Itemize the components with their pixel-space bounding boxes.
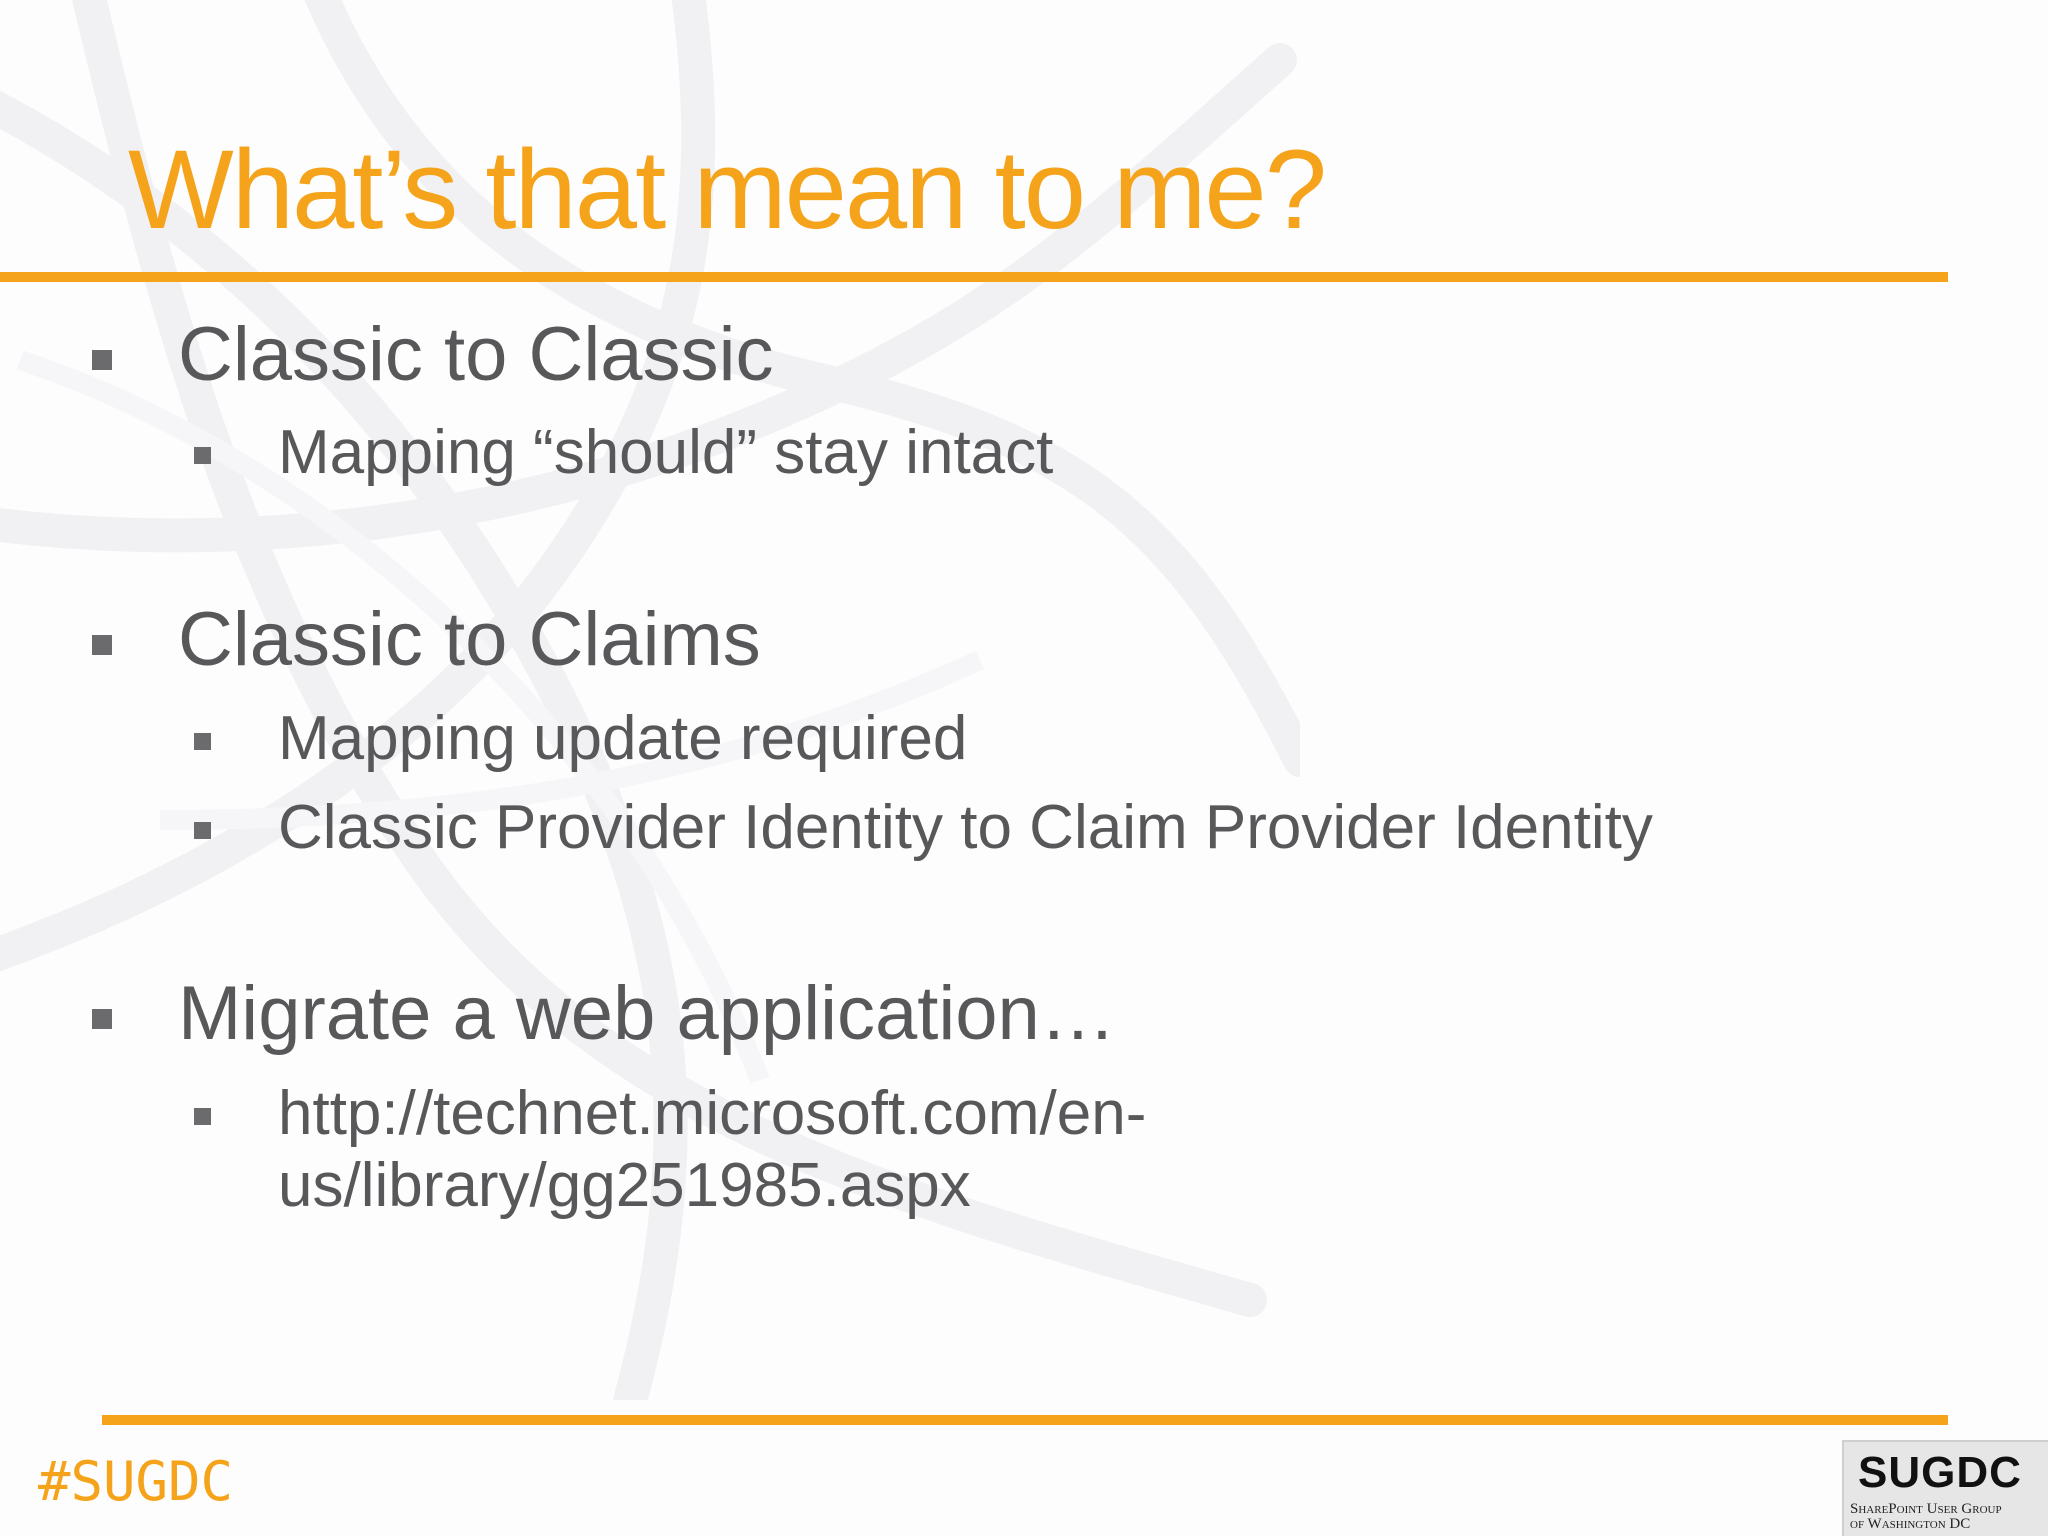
sub-bullet-text: Classic Provider Identity to Claim Provi… bbox=[278, 793, 1653, 862]
bullet-square-icon bbox=[92, 635, 112, 655]
logo-main-text: SUGDC bbox=[1858, 1448, 2022, 1497]
link-text-line-2[interactable]: us/library/gg251985.aspx bbox=[278, 1151, 971, 1220]
sub-bullet-square-icon bbox=[194, 1108, 211, 1125]
footer-divider bbox=[102, 1415, 1948, 1425]
sub-bullet-square-icon bbox=[194, 447, 211, 464]
bullet-heading: Classic to Claims bbox=[178, 597, 761, 682]
bullet-square-icon bbox=[92, 1009, 112, 1029]
sub-bullet-square-icon bbox=[194, 822, 211, 839]
bullet-square-icon bbox=[92, 350, 112, 370]
sub-bullet-text: Mapping update required bbox=[278, 704, 968, 773]
slide-title: What’s that mean to me? bbox=[128, 127, 1327, 252]
sub-bullet-text: Mapping “should” stay intact bbox=[278, 418, 1054, 487]
logo-subtitle-line-1: SharePoint User Group bbox=[1850, 1501, 2002, 1517]
title-divider bbox=[0, 272, 1948, 282]
logo-subtitle-line-2: of Washington DC bbox=[1850, 1516, 1971, 1532]
logo-subtitle: SharePoint User Group of Washington DC bbox=[1850, 1502, 2048, 1532]
bullet-heading: Migrate a web application… bbox=[178, 971, 1116, 1056]
sub-bullet-square-icon bbox=[194, 733, 211, 750]
footer-hashtag: #SUGDC bbox=[38, 1450, 234, 1513]
link-text-line-1[interactable]: http://technet.microsoft.com/en- bbox=[278, 1079, 1147, 1148]
sugdc-logo: SUGDC SharePoint User Group of Washingto… bbox=[1842, 1440, 2048, 1536]
bullet-heading: Classic to Classic bbox=[178, 312, 774, 397]
